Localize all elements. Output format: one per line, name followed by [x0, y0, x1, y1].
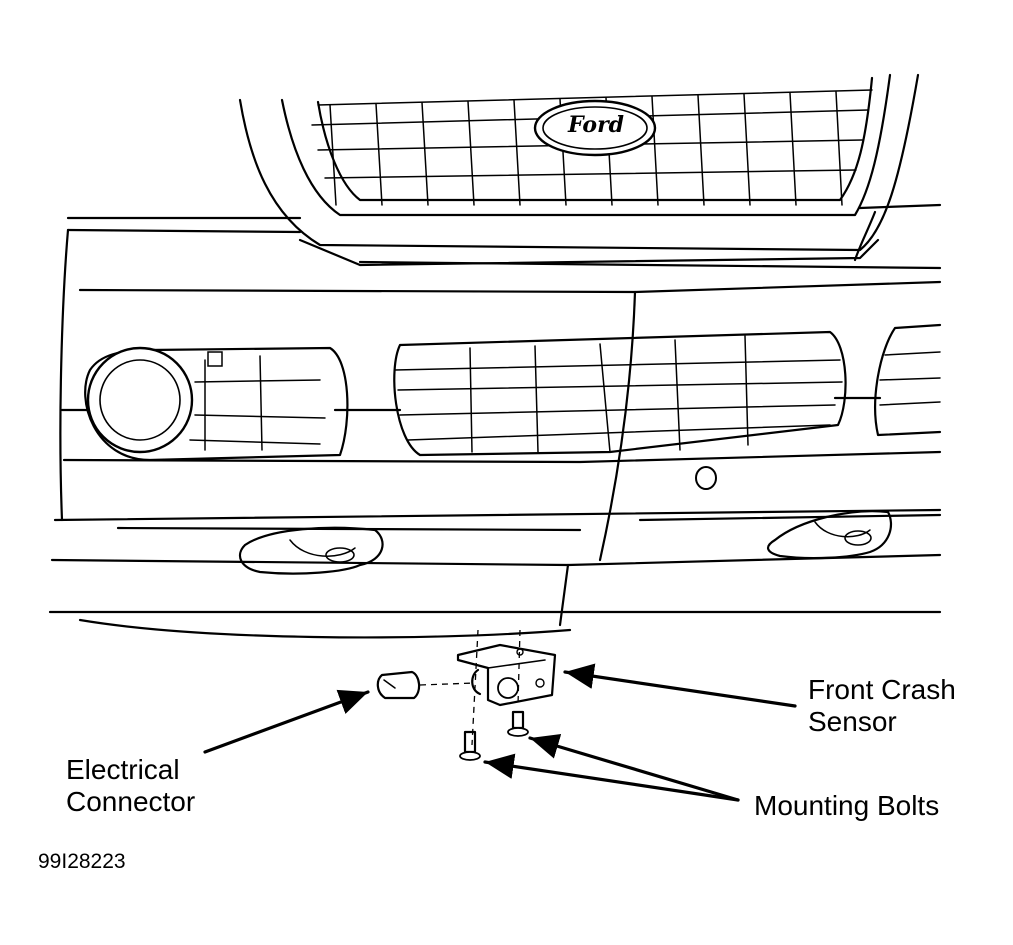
electrical-connector-part — [376, 670, 421, 700]
mounting-bolts-label: Mounting Bolts — [754, 790, 940, 821]
electrical-connector-label: Electrical Connector — [66, 754, 196, 817]
tow-hook-left — [238, 526, 384, 575]
mounting-bolt-1 — [507, 710, 529, 737]
right-opening — [874, 323, 942, 437]
fog-lamp — [84, 346, 349, 462]
ford-logo — [533, 99, 657, 157]
front-crash-sensor-label: Front Crash Sensor — [808, 674, 956, 737]
figure-id: 99I28223 — [38, 850, 126, 873]
front-crash-sensor — [456, 643, 557, 707]
leader-arrows — [203, 663, 797, 802]
alignment-lines — [419, 629, 521, 746]
tow-hook-right — [767, 510, 893, 560]
mounting-bolt-2 — [459, 730, 481, 761]
lower-grille — [393, 330, 847, 490]
ford-logo-text: Ford — [568, 112, 625, 138]
